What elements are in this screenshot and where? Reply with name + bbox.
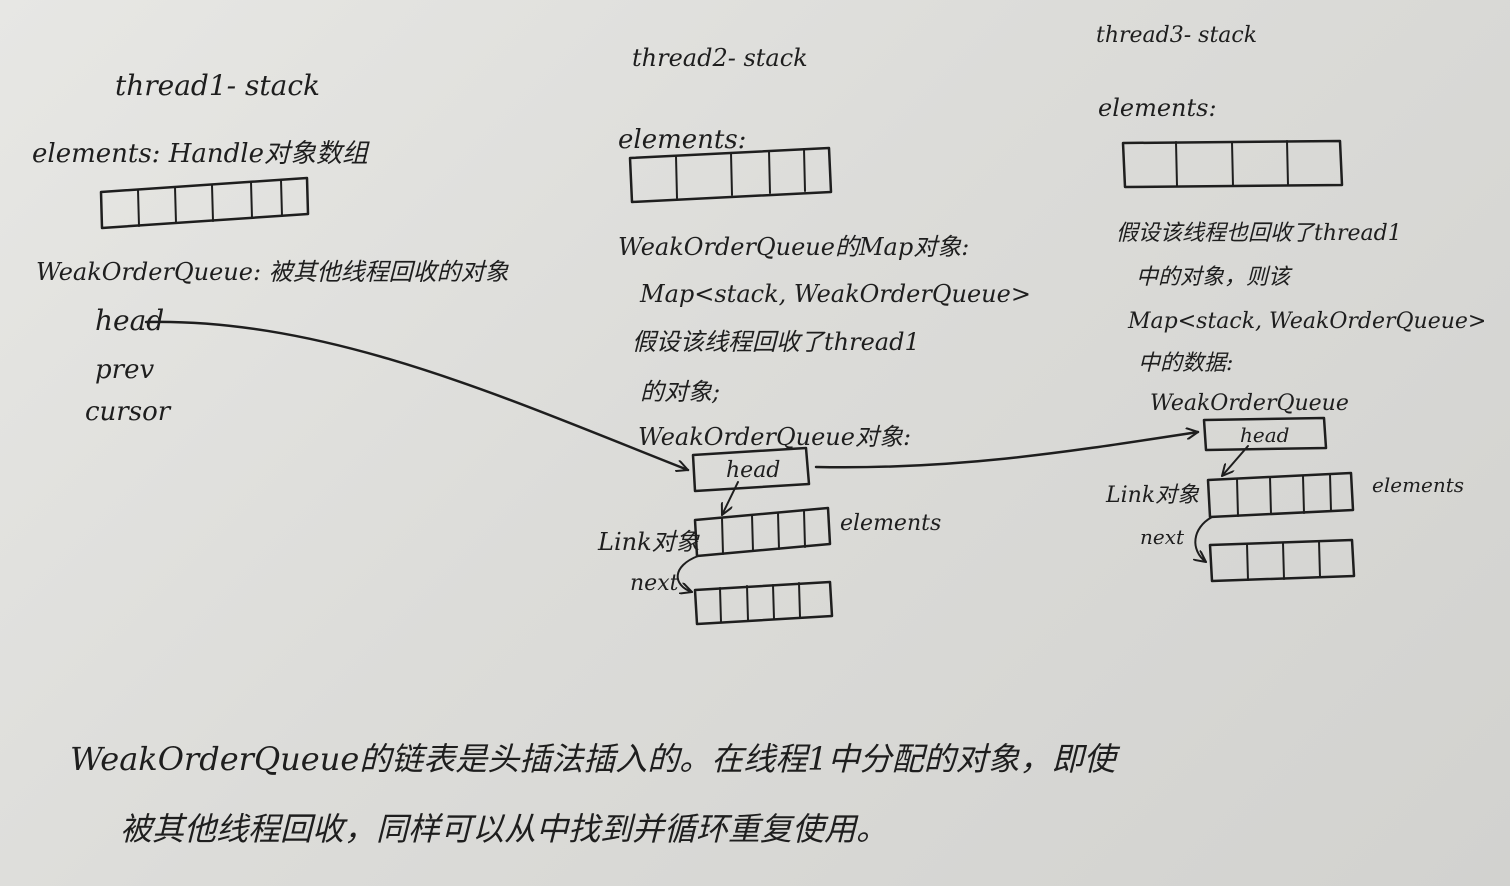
thread2-link1-array: [693, 506, 832, 558]
thread3-head-box: head: [1202, 416, 1328, 452]
thread2-map-line-5: WeakOrderQueue对象:: [638, 423, 911, 451]
thread2-link2-array: [693, 580, 834, 626]
thread3-elements-array: [1121, 139, 1344, 189]
thread2-next-label: next: [630, 571, 679, 596]
thread3-section: thread3- stack elements: 假设该线程也回收了thread…: [1096, 23, 1486, 583]
thread3-map-line-2: 中的对象，则该: [1136, 265, 1293, 290]
thread2-stack-title: thread2- stack: [632, 44, 808, 72]
queue-field-cursor: cursor: [85, 397, 172, 427]
thread3-link-label: Link对象: [1105, 483, 1200, 508]
thread2-elements-array: [628, 146, 833, 204]
thread3-map-line-5: WeakOrderQueue: [1150, 391, 1349, 416]
thread2-link-elements-label: elements: [840, 511, 941, 536]
thread1-section: thread1- stack elements: Handle对象数组 Weak…: [32, 69, 510, 427]
arrow-thread1-to-thread2-head: [144, 320, 690, 470]
thread2-map-line-2: Map<stack, WeakOrderQueue>: [639, 280, 1031, 308]
thread3-map-line-1: 假设该线程也回收了thread1: [1116, 221, 1402, 246]
thread3-link2-array: [1208, 538, 1356, 583]
thread2-link-label: Link对象: [597, 528, 701, 556]
arrow-thread2-to-thread3-head: [814, 432, 1200, 469]
thread2-elements-label: elements:: [618, 125, 746, 155]
thread2-head-box: head: [691, 446, 811, 493]
thread2-map-line-1: WeakOrderQueue的Map对象:: [618, 233, 969, 261]
thread3-map-line-4: 中的数据:: [1138, 351, 1233, 376]
footnote-line-2: 被其他线程回收，同样可以从中找到并循环重复使用。: [120, 810, 888, 848]
thread1-queue-fields: head prev cursor: [85, 304, 172, 427]
footnote: WeakOrderQueue的链表是头插法插入的。在线程1中分配的对象，即使 被…: [70, 740, 1121, 848]
thread2-map-line-4: 的对象;: [640, 378, 720, 406]
thread3-stack-title: thread3- stack: [1096, 23, 1257, 48]
thread3-elements-label: elements:: [1098, 94, 1217, 122]
thread3-head-label: head: [1240, 423, 1289, 447]
thread1-elements-array: [99, 176, 310, 230]
arrow-thread2-head-to-link: [722, 481, 739, 516]
thread1-queue-label: WeakOrderQueue: 被其他线程回收的对象: [36, 258, 510, 286]
thread1-stack-title: thread1- stack: [115, 69, 320, 102]
thread1-elements-label: elements: Handle对象数组: [32, 139, 370, 169]
thread2-map-line-3: 假设该线程回收了thread1: [632, 328, 920, 356]
thread3-link-elements-label: elements: [1372, 473, 1464, 497]
footnote-line-1: WeakOrderQueue的链表是头插法插入的。在线程1中分配的对象，即使: [70, 740, 1121, 778]
thread3-map-line-3: Map<stack, WeakOrderQueue>: [1127, 309, 1486, 334]
thread3-link1-array: [1206, 471, 1355, 519]
thread2-head-label: head: [726, 458, 780, 483]
arrow-thread3-head-to-link: [1221, 445, 1249, 477]
thread2-section: thread2- stack elements: WeakOrderQueue的…: [597, 44, 1031, 626]
arrow-thread2-next: [676, 555, 699, 592]
queue-field-prev: prev: [95, 355, 154, 385]
queue-field-head: head: [95, 304, 164, 337]
arrow-thread3-next: [1195, 516, 1213, 563]
thread3-next-label: next: [1140, 525, 1185, 549]
